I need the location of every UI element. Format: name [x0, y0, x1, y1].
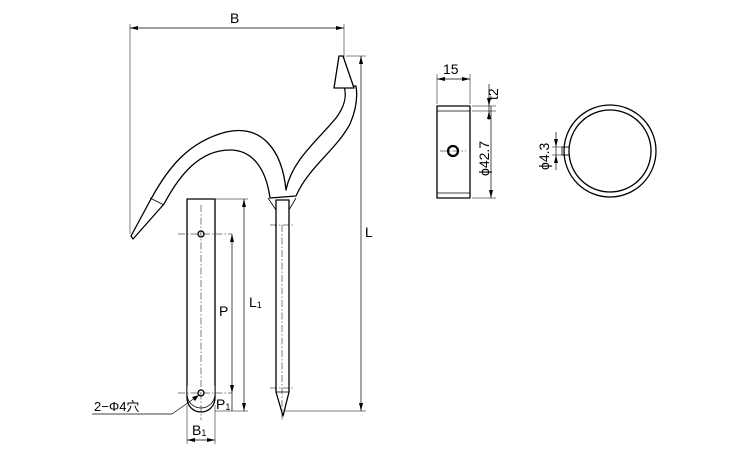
holes-label: 2−Φ4穴: [94, 399, 139, 414]
b1-arrow-left: [187, 438, 195, 442]
l-label: L: [365, 224, 373, 240]
t-label: t2: [485, 88, 501, 100]
spike: [275, 199, 290, 417]
b-label: B: [230, 10, 239, 26]
diameter-label: ϕ42.7: [476, 141, 492, 176]
holes-leader-arrow: [192, 395, 199, 401]
p-label: P: [219, 303, 228, 319]
p-arrow-top: [230, 234, 234, 242]
width-arrow-right: [462, 77, 470, 81]
t-arrow-bottom: [487, 111, 491, 119]
b1-label: B1: [192, 422, 206, 438]
t-arrow-top: [487, 98, 491, 106]
b1-arrow-right: [207, 438, 215, 442]
l1-arrow-top: [242, 199, 246, 207]
band-front-view: 15 t2 ϕ42.7: [436, 61, 501, 199]
b-arrow-left: [130, 26, 138, 30]
ring-outer: [563, 104, 657, 198]
ring-hole-slot: [561, 146, 570, 156]
hole-label: ϕ4.3: [536, 142, 552, 170]
l1-label: L1: [249, 294, 262, 310]
dia-arrow-bottom: [489, 190, 493, 198]
width-arrow-left: [437, 77, 445, 81]
hole-arrow-bottom: [554, 155, 558, 163]
band-end-view: ϕ4.3: [536, 104, 657, 198]
b-arrow-right: [336, 26, 344, 30]
l1-arrow-bottom: [242, 403, 246, 411]
left-tip-taper: [149, 197, 165, 206]
p1-label: P1: [216, 396, 230, 412]
width-label: 15: [443, 61, 459, 77]
hook-upper-tip: [333, 55, 355, 89]
l-arrow-top: [359, 56, 363, 64]
p-arrow-bottom: [230, 385, 234, 393]
l-arrow-bottom: [359, 403, 363, 411]
spike-neck: [267, 197, 297, 211]
hook-side-view: B L L1 P P1 B1 2−Φ4穴: [92, 10, 373, 444]
hole-arrow-top: [554, 139, 558, 147]
ring-inner: [568, 109, 652, 193]
